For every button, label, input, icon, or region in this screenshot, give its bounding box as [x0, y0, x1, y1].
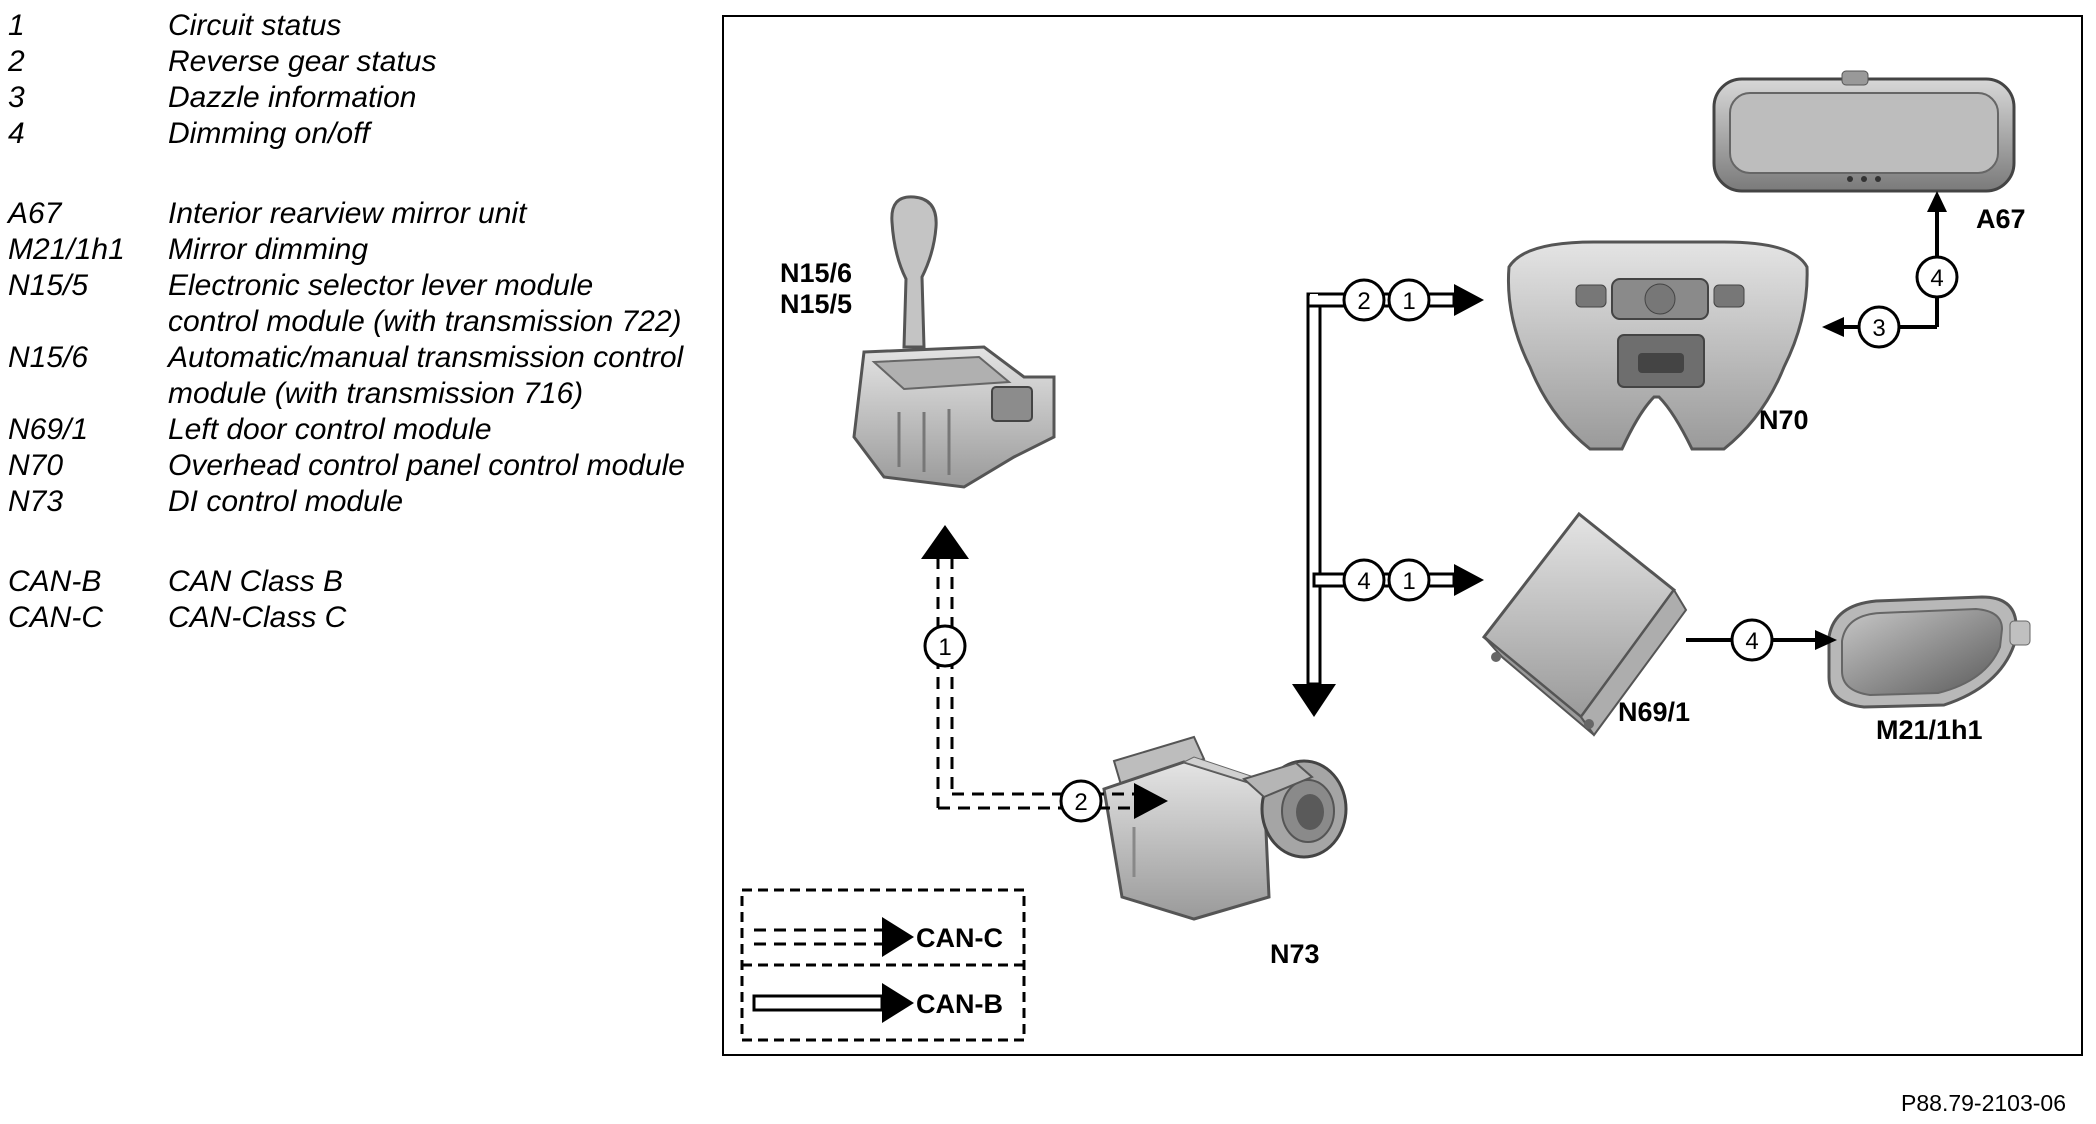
legend-row: CAN-B CAN Class B — [8, 564, 688, 600]
svg-text:3: 3 — [1872, 315, 1885, 342]
legend-code: N15/5 — [8, 269, 89, 302]
legend-desc: Reverse gear status — [168, 45, 437, 78]
svg-text:2: 2 — [1357, 288, 1370, 315]
di-control-module-image — [1102, 735, 1348, 921]
label-n15-6: N15/6 — [780, 258, 853, 288]
marker-n70-a: 2 — [1342, 278, 1386, 322]
legend-desc: Dazzle information — [168, 81, 417, 114]
legend-desc: Overhead control panel control module — [168, 449, 685, 482]
svg-text:4: 4 — [1357, 568, 1370, 595]
signal-flow-diagram: 2 1 4 1 4 3 4 1 2 CAN-C CAN-B N15/6 N15/… — [722, 15, 2083, 1056]
arrow-to-n15 — [921, 525, 969, 559]
marker-a67: 4 — [1915, 255, 1959, 299]
arrow-to-a67 — [1927, 191, 1947, 212]
legend-row: 3 Dazzle information — [8, 80, 688, 116]
figure-id: P88.79-2103-06 — [1901, 1090, 2066, 1116]
legend-code: N15/6 — [8, 341, 89, 374]
legend-row: N15/6 Automatic/manual transmission contr… — [8, 340, 688, 412]
legend-code: 2 — [8, 45, 25, 78]
legend-desc: Circuit status — [168, 9, 342, 42]
legend-desc: Left door control module — [168, 413, 492, 446]
signal-markers: 2 1 4 1 4 3 4 1 2 — [923, 255, 1959, 823]
legend-code: N69/1 — [8, 413, 89, 446]
legend-desc: Electronic selector lever module control… — [168, 269, 682, 338]
label-n70: N70 — [1759, 405, 1809, 435]
rearview-mirror-image — [1712, 70, 2016, 193]
legend-buses: CAN-B CAN Class B CAN-C CAN-Class C — [8, 564, 688, 636]
label-m21-1h1: M21/1h1 — [1876, 715, 1983, 745]
legend-row: 2 Reverse gear status — [8, 44, 688, 80]
svg-text:1: 1 — [1402, 288, 1415, 315]
legend-row: N15/5 Electronic selector lever module co… — [8, 268, 688, 340]
arrow-to-m21 — [1815, 630, 1837, 650]
legend-desc: Dimming on/off — [168, 117, 370, 150]
legend-row: N70 Overhead control panel control module — [8, 448, 688, 484]
legend-row: 4 Dimming on/off — [8, 116, 688, 152]
arrow-to-n70-dazzle — [1822, 317, 1844, 337]
marker-n73: 2 — [1059, 779, 1103, 823]
legend: 1 Circuit status 2 Reverse gear status 3 Da… — [8, 8, 688, 636]
bus-key: CAN-C CAN-B — [740, 888, 1026, 1042]
arrow-to-n73 — [1292, 684, 1336, 717]
arrow-to-n70 — [1454, 284, 1484, 316]
legend-code: CAN-C — [8, 601, 103, 634]
can-c-connections — [921, 525, 1168, 819]
legend-code: 4 — [8, 117, 25, 150]
arrow-to-n73-canc — [1134, 783, 1168, 819]
legend-desc: DI control module — [168, 485, 404, 518]
overhead-control-panel-image — [1507, 240, 1809, 451]
door-control-module-image — [1481, 511, 1688, 737]
marker-n69-a: 4 — [1342, 558, 1386, 602]
label-n73: N73 — [1270, 939, 1320, 969]
legend-code: M21/1h1 — [8, 233, 125, 266]
legend-code: 3 — [8, 81, 25, 114]
legend-row: N73 DI control module — [8, 484, 688, 520]
legend-row: 1 Circuit status — [8, 8, 688, 44]
legend-code: CAN-B — [8, 565, 102, 598]
legend-components: A67 Interior rearview mirror unit M21/1h1… — [8, 196, 688, 520]
marker-n69-b: 1 — [1387, 558, 1431, 602]
diagram-canvas: 2 1 4 1 4 3 4 1 2 CAN-C CAN-B — [740, 70, 2031, 1042]
key-can-b-label: CAN-B — [916, 989, 1003, 1019]
legend-row: M21/1h1 Mirror dimming — [8, 232, 688, 268]
svg-text:2: 2 — [1074, 789, 1087, 816]
legend-desc: Interior rearview mirror unit — [168, 197, 527, 230]
legend-desc: Mirror dimming — [168, 233, 369, 266]
marker-n15: 1 — [923, 624, 967, 668]
legend-code: N73 — [8, 485, 64, 518]
marker-n70-b: 1 — [1387, 278, 1431, 322]
label-a67: A67 — [1976, 204, 2026, 234]
marker-m21: 4 — [1730, 618, 1774, 662]
legend-code: 1 — [8, 9, 25, 42]
legend-desc: CAN Class B — [168, 565, 344, 598]
svg-text:1: 1 — [938, 634, 951, 661]
label-n15-5: N15/5 — [780, 289, 853, 319]
label-n69-1: N69/1 — [1618, 697, 1691, 727]
arrow-to-n69 — [1454, 564, 1484, 596]
svg-text:1: 1 — [1402, 568, 1415, 595]
legend-code: N70 — [8, 449, 64, 482]
marker-dazzle: 3 — [1857, 305, 1901, 349]
svg-text:4: 4 — [1930, 265, 1943, 292]
selector-lever-module-image — [852, 195, 1056, 489]
legend-code: A67 — [8, 197, 62, 230]
legend-row: A67 Interior rearview mirror unit — [8, 196, 688, 232]
key-can-c-label: CAN-C — [916, 923, 1003, 953]
legend-desc: CAN-Class C — [168, 601, 347, 634]
can-b-connections — [1292, 284, 1484, 717]
door-mirror-image — [1827, 595, 2031, 709]
legend-signals: 1 Circuit status 2 Reverse gear status 3 Da… — [8, 8, 688, 152]
legend-row: N69/1 Left door control module — [8, 412, 688, 448]
svg-text:4: 4 — [1745, 628, 1758, 655]
legend-row: CAN-C CAN-Class C — [8, 600, 688, 636]
legend-desc: Automatic/manual transmission control mo… — [168, 341, 684, 410]
